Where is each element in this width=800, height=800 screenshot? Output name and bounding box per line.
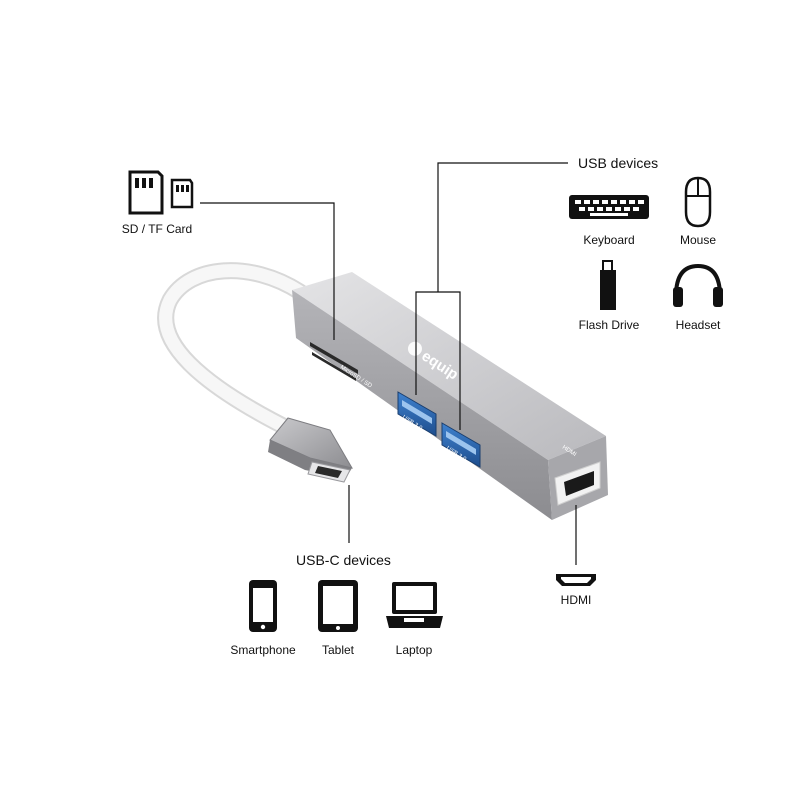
keyboard-icon [569,195,649,219]
usb-leader-bracket [415,291,461,430]
smartphone-label: Smartphone [230,643,296,657]
sd-tf-card-label: SD / TF Card [121,222,193,236]
headset-label: Headset [675,318,721,332]
usb-c-devices-header: USB-C devices [296,552,391,568]
tablet-icon [318,580,358,632]
tablet-label: Tablet [321,643,355,657]
usb-leader-top [437,162,568,292]
laptop-icon [386,582,443,628]
mouse-icon [684,176,712,228]
usb-c-plug [268,417,354,483]
flash-drive-icon [600,260,616,310]
usb-port-2 [441,422,481,468]
card-slot [310,342,358,381]
hdmi-port-icon [556,574,596,586]
keyboard-label: Keyboard [583,233,635,247]
hdmi-label: HDMI [560,593,592,607]
headset-icon [673,263,723,307]
usb-devices-header: USB devices [578,155,659,171]
sd-card-icon [128,170,164,215]
card-leader [200,202,335,340]
leader-lines [200,162,577,565]
usb-port-1 [397,391,437,437]
flash-drive-label: Flash Drive [578,318,640,332]
usb-c-cable [157,262,309,441]
smartphone-icon [249,580,277,632]
tf-card-icon [170,178,194,209]
mouse-label: Mouse [679,233,717,247]
hub-body [292,272,608,520]
hdmi-port [554,461,601,506]
laptop-label: Laptop [395,643,433,657]
